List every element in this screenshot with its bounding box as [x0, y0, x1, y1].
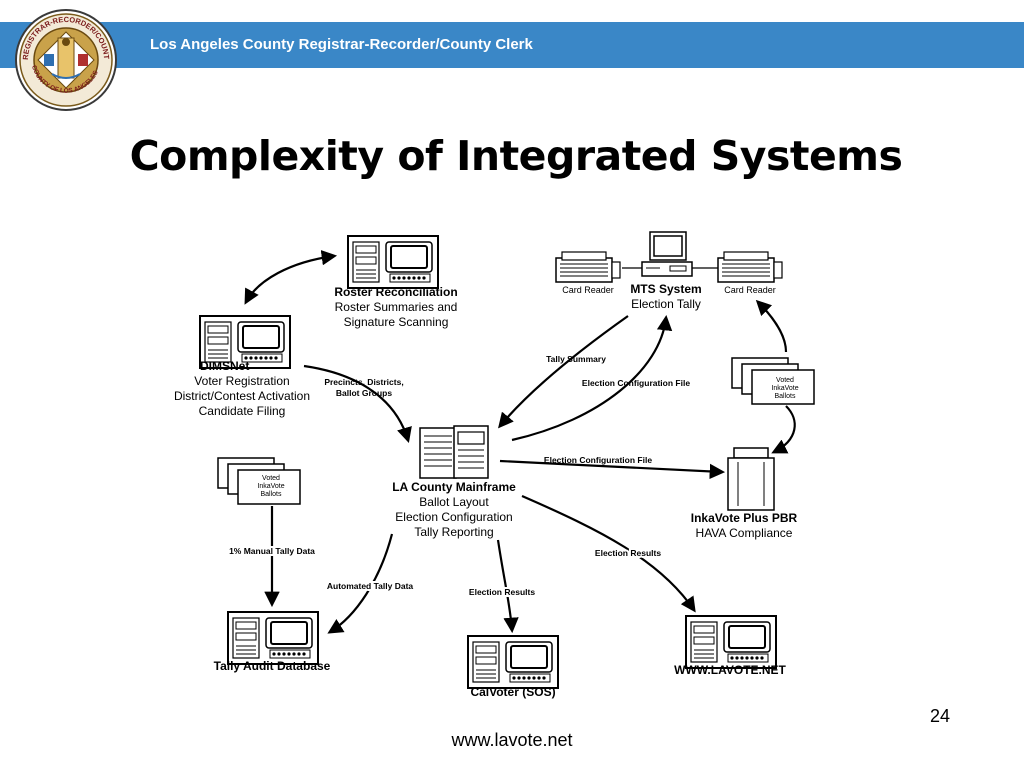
- calvoter-node: CalVoter (SOS): [467, 635, 559, 699]
- slide-title: Complexity of Integrated Systems: [129, 132, 903, 180]
- page-number: 24: [930, 706, 951, 726]
- card-reader-right-icon: [717, 251, 783, 283]
- inkavote-node: InkaVote Plus PBR HAVA Compliance: [691, 447, 798, 540]
- voted-left-line3: Ballots: [260, 491, 282, 498]
- mainframe-node: LA County Mainframe Ballot Layout Electi…: [392, 425, 516, 539]
- roster-workstation-icon: [347, 235, 439, 289]
- mainframe-title: LA County Mainframe: [392, 480, 516, 494]
- voted-ballots-right-node: Voted InkaVote Ballots: [731, 357, 815, 405]
- voted-right-line1: Voted: [776, 377, 794, 384]
- calvoter-workstation-icon: [467, 635, 559, 689]
- card-reader-left-label: Card Reader: [562, 285, 614, 295]
- arrow-dimsnet-mainframe: [303, 364, 412, 443]
- voted-right-line2: InkaVote: [771, 385, 798, 392]
- edge-labels: Precincts, Districts, Ballot Groups Tall…: [227, 354, 690, 599]
- county-seal-icon: REGISTRAR-RECORDER/COUNTY CLERK COUNTY O…: [14, 8, 117, 111]
- roster-reconciliation-node: Roster Reconciliation Roster Summaries a…: [334, 235, 458, 329]
- roster-line2: Signature Scanning: [344, 315, 449, 329]
- ballot-stack-right-icon: [731, 357, 815, 405]
- arrow-ballots-mts: [755, 299, 788, 353]
- arrow-mainframe-mts: [511, 314, 673, 442]
- arrow-mainframe-calvoter: [496, 539, 519, 634]
- voted-right-line3: Ballots: [774, 393, 796, 400]
- arrow-mainframe-tally-audit: [327, 533, 394, 634]
- arrow-mainframe-pbr: [499, 459, 726, 480]
- inkavote-title: InkaVote Plus PBR: [691, 511, 798, 525]
- mainframe-line1: Ballot Layout: [419, 495, 489, 509]
- tally-audit-workstation-icon: [227, 611, 319, 665]
- roster-line1: Roster Summaries and: [335, 300, 458, 314]
- lavote-title: WWW.LAVOTE.NET: [674, 663, 786, 677]
- card-reader-right-label: Card Reader: [724, 285, 776, 295]
- dimsnet-line2: District/Contest Activation: [174, 389, 310, 403]
- ballot-stack-left-icon: [217, 457, 301, 505]
- edge-election-results-lavote: Election Results: [595, 548, 661, 558]
- mainframe-line2: Election Configuration: [395, 510, 512, 524]
- dimsnet-line1: Voter Registration: [194, 374, 289, 388]
- mts-line1: Election Tally: [631, 297, 701, 311]
- arrow-ballots-pbr: [771, 405, 796, 454]
- edge-precincts-line2: Ballot Groups: [336, 388, 392, 398]
- mainframe-line3: Tally Reporting: [414, 525, 493, 539]
- edge-automated-tally: Automated Tally Data: [327, 581, 414, 591]
- lavote-node: WWW.LAVOTE.NET: [674, 615, 787, 677]
- arrow-mainframe-lavote: [521, 494, 696, 613]
- edge-election-config-pbr: Election Configuration File: [544, 455, 652, 465]
- arrow-mts-mainframe: [498, 315, 629, 429]
- mts-title: MTS System: [630, 282, 701, 296]
- arrow-roster-dimsnet: [244, 250, 338, 305]
- mts-system-node: Card Reader Card Reader MTS System Elect…: [555, 231, 783, 311]
- roster-title: Roster Reconciliation: [334, 285, 457, 299]
- voted-left-line2: InkaVote: [257, 483, 284, 490]
- lavote-workstation-icon: [685, 615, 777, 669]
- voted-left-line1: Voted: [262, 475, 280, 482]
- mts-pc-icon: [622, 231, 718, 277]
- edge-election-results-calvoter: Election Results: [469, 587, 535, 597]
- footer-url: www.lavote.net: [451, 730, 573, 750]
- card-reader-left-icon: [555, 251, 621, 283]
- header-title: Los Angeles County Registrar-Recorder/Co…: [150, 36, 533, 53]
- edge-manual-tally: 1% Manual Tally Data: [229, 546, 315, 556]
- header-bar: [0, 22, 1024, 68]
- edge-tally-summary: Tally Summary: [546, 354, 606, 364]
- edge-election-config-mts: Election Configuration File: [582, 378, 690, 388]
- calvoter-title: CalVoter (SOS): [470, 685, 555, 699]
- dimsnet-title: DIMSNet: [200, 359, 249, 373]
- inkavote-line1: HAVA Compliance: [696, 526, 793, 540]
- tally-audit-title: Tally Audit Database: [214, 659, 331, 673]
- edge-precincts-line1: Precincts, Districts,: [324, 377, 403, 387]
- tally-audit-node: Tally Audit Database: [214, 611, 331, 673]
- ballot-box-icon: [727, 447, 775, 511]
- dimsnet-node: DIMSNet Voter Registration District/Cont…: [174, 315, 310, 418]
- dimsnet-line3: Candidate Filing: [199, 404, 286, 418]
- voted-ballots-left-node: Voted InkaVote Ballots: [217, 457, 301, 505]
- mainframe-icon: [419, 425, 489, 479]
